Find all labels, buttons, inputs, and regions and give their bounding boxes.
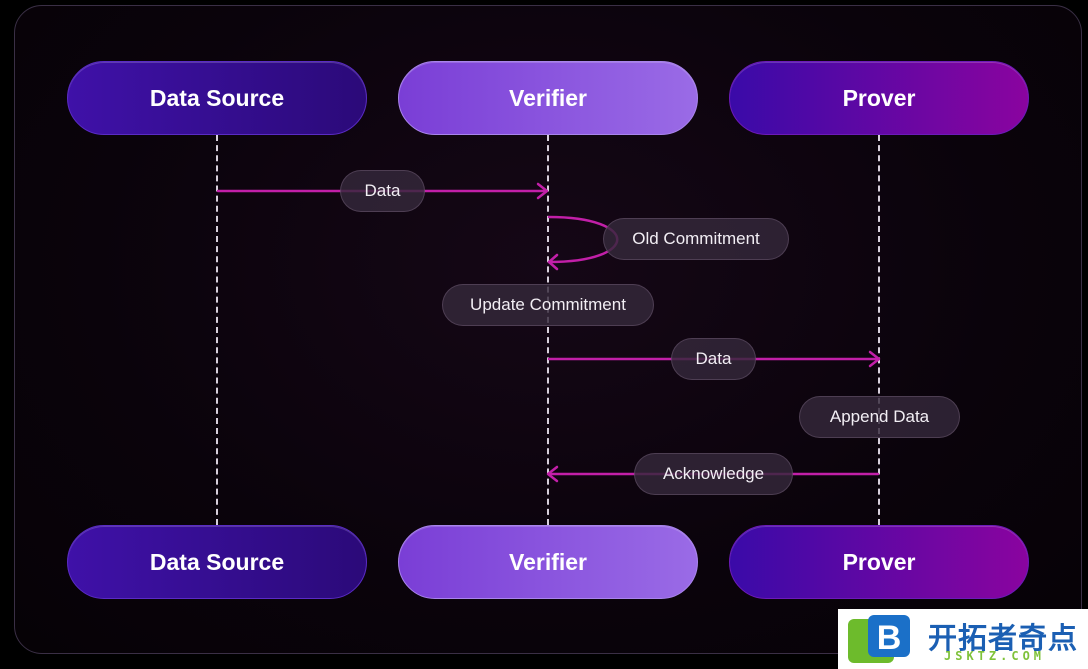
- actor-prover-top: Prover: [729, 61, 1029, 135]
- actor-data-source-top: Data Source: [67, 61, 367, 135]
- watermark-cn-text: 开拓者奇点: [928, 621, 1079, 655]
- actor-label: Verifier: [509, 548, 587, 575]
- lifeline-prover: [878, 135, 880, 525]
- letter-b-logo-icon: B: [848, 615, 910, 663]
- lifeline-verifier: [547, 135, 549, 525]
- actor-label: Prover: [842, 84, 916, 111]
- actor-label: Data Source: [149, 84, 285, 111]
- actor-label: Prover: [842, 548, 916, 575]
- message-label-data-1: Data: [340, 170, 425, 212]
- svg-text:B: B: [877, 619, 902, 657]
- actor-data-source-bottom: Data Source: [67, 525, 367, 599]
- actor-verifier-top: Verifier: [398, 61, 698, 135]
- lifeline-data-source: [216, 135, 218, 525]
- watermark-logo: B 开拓者奇点 JSKTZ.COM: [838, 609, 1088, 669]
- message-label-append-data: Append Data: [799, 396, 960, 438]
- message-label-acknowledge: Acknowledge: [634, 453, 793, 495]
- message-label-update-commitment: Update Commitment: [442, 284, 654, 326]
- message-label-old-commitment: Old Commitment: [603, 218, 789, 260]
- message-label-data-2: Data: [671, 338, 756, 380]
- actor-verifier-bottom: Verifier: [398, 525, 698, 599]
- watermark-en-text: JSKTZ.COM: [944, 649, 1046, 663]
- actor-label: Verifier: [509, 84, 587, 111]
- actor-label: Data Source: [149, 548, 285, 575]
- actor-prover-bottom: Prover: [729, 525, 1029, 599]
